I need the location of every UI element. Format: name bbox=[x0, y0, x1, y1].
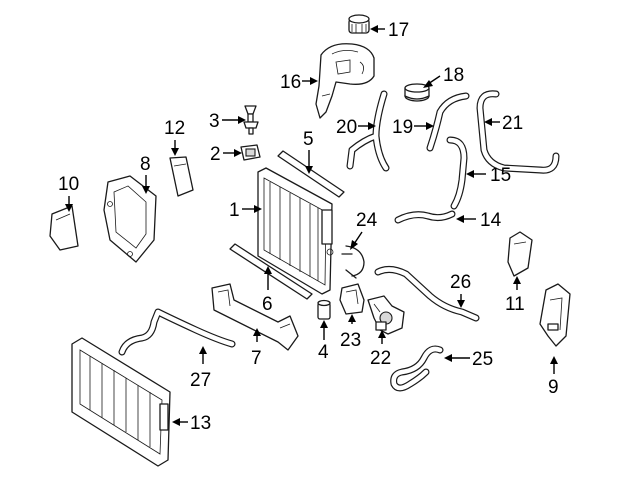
svg-text:5: 5 bbox=[303, 129, 314, 150]
callout-8: 8 bbox=[140, 154, 151, 194]
part-17-reservoir-cap bbox=[348, 14, 370, 34]
callout-20: 20 bbox=[336, 117, 376, 138]
svg-text:18: 18 bbox=[443, 65, 464, 86]
callout-15: 15 bbox=[466, 165, 511, 186]
part-25-coolant-pipe bbox=[390, 345, 444, 392]
svg-text:19: 19 bbox=[392, 117, 413, 138]
svg-text:10: 10 bbox=[58, 174, 79, 195]
svg-text:6: 6 bbox=[262, 294, 273, 315]
callout-14: 14 bbox=[456, 210, 502, 231]
callout-24: 24 bbox=[350, 210, 378, 250]
callout-1: 1 bbox=[229, 200, 262, 221]
svg-text:3: 3 bbox=[209, 111, 220, 132]
callout-4: 4 bbox=[318, 320, 329, 363]
part-2-clip bbox=[240, 144, 261, 161]
part-27-lower-hose bbox=[118, 308, 236, 356]
callout-5: 5 bbox=[303, 129, 314, 174]
callout-27: 27 bbox=[190, 346, 211, 391]
part-24-bracket bbox=[341, 245, 365, 279]
part-26-hose bbox=[374, 265, 480, 322]
part-15-upper-hose bbox=[446, 136, 468, 210]
part-9-mount-bracket bbox=[539, 283, 571, 347]
svg-text:16: 16 bbox=[280, 72, 301, 93]
svg-text:12: 12 bbox=[164, 118, 185, 139]
callout-13: 13 bbox=[172, 413, 211, 434]
part-16-expansion-tank bbox=[315, 43, 375, 119]
callout-18: 18 bbox=[423, 65, 464, 88]
svg-text:13: 13 bbox=[190, 413, 211, 434]
callout-16: 16 bbox=[280, 72, 318, 93]
svg-text:14: 14 bbox=[480, 210, 502, 231]
svg-text:17: 17 bbox=[388, 20, 409, 41]
part-13-condenser bbox=[71, 337, 171, 467]
part-11-bracket bbox=[507, 231, 533, 277]
callout-3: 3 bbox=[209, 111, 246, 132]
callout-17: 17 bbox=[370, 20, 409, 41]
callout-6: 6 bbox=[262, 266, 273, 315]
callout-7: 7 bbox=[251, 328, 262, 369]
callout-25: 25 bbox=[444, 349, 493, 370]
part-22-pump-housing bbox=[367, 295, 405, 335]
part-5-seal-strip bbox=[277, 150, 345, 198]
part-20-small-hose bbox=[346, 90, 390, 172]
svg-text:20: 20 bbox=[336, 117, 357, 138]
svg-text:15: 15 bbox=[490, 165, 511, 186]
svg-text:1: 1 bbox=[229, 200, 240, 221]
svg-text:9: 9 bbox=[548, 377, 559, 398]
callout-11: 11 bbox=[505, 276, 525, 315]
callout-12: 12 bbox=[164, 118, 185, 156]
callout-9: 9 bbox=[548, 356, 559, 398]
svg-text:21: 21 bbox=[502, 113, 523, 134]
part-12-air-guide bbox=[169, 156, 194, 197]
part-8-side-shroud bbox=[103, 175, 157, 263]
svg-text:7: 7 bbox=[251, 348, 262, 369]
svg-text:26: 26 bbox=[450, 272, 471, 293]
callout-10: 10 bbox=[58, 174, 79, 212]
svg-text:23: 23 bbox=[340, 330, 361, 351]
svg-text:8: 8 bbox=[140, 154, 151, 175]
part-19-hose bbox=[426, 92, 470, 152]
callout-22: 22 bbox=[370, 330, 391, 369]
part-18-cap bbox=[404, 83, 430, 102]
part-3-bleed-screw bbox=[243, 105, 259, 135]
part-6-lower-seal bbox=[229, 243, 313, 300]
part-21-long-hose bbox=[476, 90, 560, 174]
svg-text:27: 27 bbox=[190, 370, 211, 391]
part-4-bushing bbox=[317, 299, 331, 320]
svg-text:4: 4 bbox=[318, 342, 329, 363]
part-10-side-seal bbox=[49, 205, 79, 251]
part-7-lower-bracket bbox=[211, 283, 299, 351]
part-1-radiator bbox=[257, 167, 334, 295]
part-23-sensor bbox=[339, 283, 365, 315]
svg-text:22: 22 bbox=[370, 348, 391, 369]
callout-26: 26 bbox=[450, 272, 471, 308]
callout-21: 21 bbox=[484, 113, 523, 134]
callout-19: 19 bbox=[392, 117, 434, 138]
svg-text:2: 2 bbox=[210, 144, 221, 165]
callout-23: 23 bbox=[340, 314, 361, 351]
svg-text:25: 25 bbox=[472, 349, 493, 370]
callout-2: 2 bbox=[210, 144, 242, 165]
svg-text:11: 11 bbox=[505, 294, 525, 315]
part-14-hose bbox=[394, 210, 456, 224]
svg-text:24: 24 bbox=[356, 210, 378, 231]
